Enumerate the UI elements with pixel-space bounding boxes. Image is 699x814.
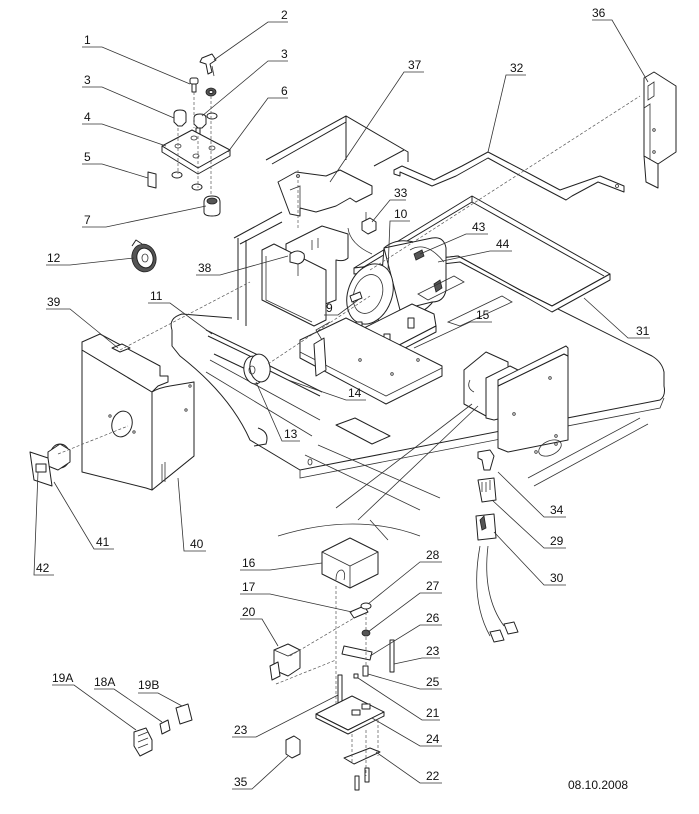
top-left-assembly <box>147 53 231 217</box>
callout-21: 21 <box>426 706 440 720</box>
callout-20: 20 <box>242 605 256 619</box>
callout-22: 22 <box>426 769 440 783</box>
callout-27: 27 <box>426 579 440 593</box>
callout-29: 29 <box>550 534 564 548</box>
callout-6: 6 <box>281 84 288 98</box>
callout-3-right: 3 <box>281 47 288 61</box>
callout-14: 14 <box>348 386 362 400</box>
callout-36: 36 <box>592 6 606 20</box>
part-36-side-bracket <box>643 71 677 189</box>
part-13-pulley <box>243 353 271 385</box>
part-31-tray <box>353 195 611 313</box>
part-40-housing <box>81 333 195 491</box>
callout-12: 12 <box>47 251 61 265</box>
callout-40: 40 <box>190 537 204 551</box>
callout-16: 16 <box>242 556 256 570</box>
part-33 <box>347 212 377 255</box>
callout-5: 5 <box>84 150 91 164</box>
callout-44: 44 <box>496 237 510 251</box>
callout-34: 34 <box>550 503 564 517</box>
part-10-motor <box>346 237 447 325</box>
part-35 <box>285 735 301 759</box>
connector-parts <box>475 449 519 643</box>
fuse-parts <box>133 703 193 757</box>
main-frame <box>233 115 409 326</box>
callout-17: 17 <box>242 580 256 594</box>
part-14-rail <box>299 317 443 405</box>
callout-19A: 19A <box>52 671 73 685</box>
callout-10: 10 <box>394 207 408 221</box>
callout-32: 32 <box>510 61 524 75</box>
callout-3-left: 3 <box>84 73 91 87</box>
callout-38: 38 <box>198 261 212 275</box>
callout-30: 30 <box>550 571 564 585</box>
callout-33: 33 <box>394 186 408 200</box>
part-41-socket <box>29 443 71 487</box>
part-37-cover <box>277 169 373 217</box>
callouts: 1 2 3 3 4 5 6 7 9 10 11 12 13 <box>33 6 650 790</box>
callout-15: 15 <box>476 308 490 322</box>
callout-23-right: 23 <box>426 644 440 658</box>
callout-19B: 19B <box>138 678 159 692</box>
callout-25: 25 <box>426 675 440 689</box>
callout-11: 11 <box>150 289 163 303</box>
callout-7: 7 <box>84 213 91 227</box>
callout-9: 9 <box>326 301 333 315</box>
base-table <box>170 289 665 511</box>
callout-18A: 18A <box>94 675 115 689</box>
callout-37: 37 <box>408 58 422 72</box>
part-12-horn <box>131 239 157 273</box>
alignment-lines <box>57 95 641 521</box>
part-38-mount <box>261 225 349 327</box>
part-32-bracket <box>393 151 625 201</box>
callout-13: 13 <box>284 427 298 441</box>
callout-35: 35 <box>234 775 248 789</box>
callout-2: 2 <box>281 8 288 22</box>
drawing-date: 08.10.2008 <box>568 778 628 792</box>
callout-24: 24 <box>426 732 440 746</box>
callout-43: 43 <box>472 220 486 234</box>
callout-26: 26 <box>426 611 440 625</box>
callout-42: 42 <box>36 561 50 575</box>
callout-41: 41 <box>96 535 110 549</box>
callout-28: 28 <box>426 548 440 562</box>
callout-4: 4 <box>84 110 91 124</box>
callout-31: 31 <box>636 324 650 338</box>
callout-1: 1 <box>84 33 91 47</box>
callout-23-left: 23 <box>234 723 248 737</box>
right-side-unit <box>463 345 569 457</box>
callout-39: 39 <box>47 295 61 309</box>
lower-assembly <box>269 519 421 791</box>
